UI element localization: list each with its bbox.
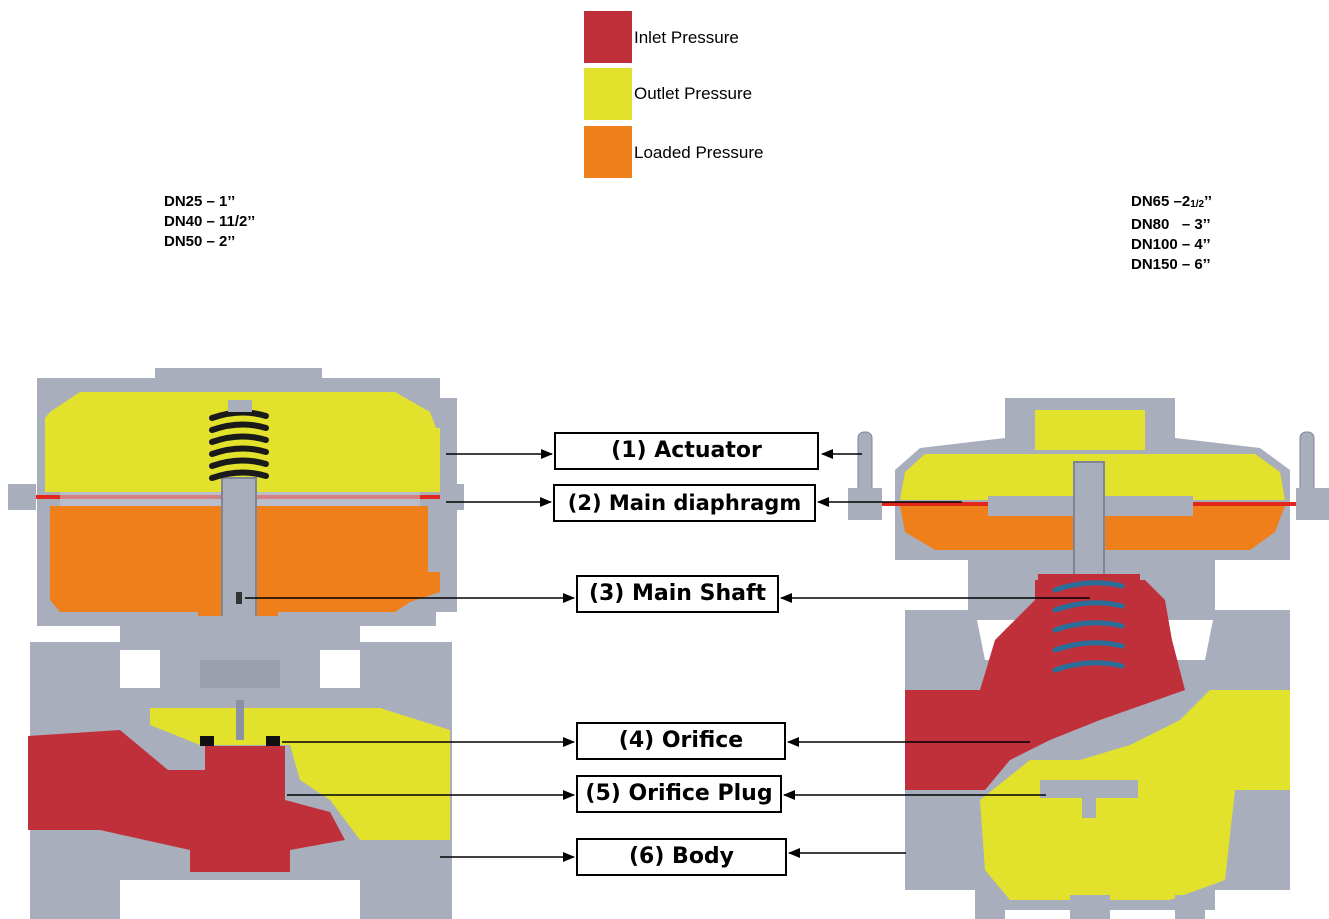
sizes-left: DN25 – 1’’ DN40 – 11/2’’ DN50 – 2’’ xyxy=(164,192,255,252)
legend-swatch-loaded xyxy=(584,126,632,178)
size-right-3: DN100 – 4’’ xyxy=(1131,236,1211,253)
size-right-1-suffix: ’’ xyxy=(1204,193,1212,210)
label-actuator: (1) Actuator xyxy=(554,432,819,470)
size-left-2: DN40 – 11/2’’ xyxy=(164,213,256,230)
label-main-shaft: (3) Main Shaft xyxy=(576,575,779,613)
size-left-3: DN50 – 2’’ xyxy=(164,233,236,250)
size-right-1-fraction: 1/2 xyxy=(1190,199,1205,210)
label-orifice: (4) Orifice xyxy=(576,722,786,760)
leader-arrows xyxy=(245,449,1090,862)
left-outlet-flow xyxy=(150,708,450,840)
left-regulator xyxy=(8,368,464,919)
right-inlet-flow xyxy=(905,580,1185,790)
legend-swatch-inlet xyxy=(584,11,632,63)
right-regulator xyxy=(848,398,1329,919)
legend-label-outlet: Outlet Pressure xyxy=(634,84,753,103)
left-inlet-flow xyxy=(28,730,345,872)
label-body: (6) Body xyxy=(576,838,787,876)
size-right-1-prefix: DN65 –2 xyxy=(1131,193,1191,210)
sizes-right: DN65 –21/2’’ DN80 – 3’’ DN100 – 4’’ DN15… xyxy=(1131,192,1212,275)
size-left-1: DN25 – 1’’ xyxy=(164,193,236,210)
left-upper-chamber xyxy=(45,392,440,492)
size-right-1: DN65 –21/2’’ xyxy=(1131,192,1212,215)
legend-swatch-outlet xyxy=(584,68,632,120)
left-main-shaft xyxy=(221,477,257,644)
size-right-4: DN150 – 6’’ xyxy=(1131,256,1211,273)
size-right-2: DN80 – 3’’ xyxy=(1131,216,1211,233)
legend-label-loaded: Loaded Pressure xyxy=(634,143,764,162)
legend-label-inlet: Inlet Pressure xyxy=(634,28,739,47)
right-spring xyxy=(1052,580,1125,673)
label-orifice-plug: (5) Orifice Plug xyxy=(576,775,782,813)
label-main-diaphragm: (2) Main diaphragm xyxy=(553,484,816,522)
left-spring xyxy=(209,409,269,481)
